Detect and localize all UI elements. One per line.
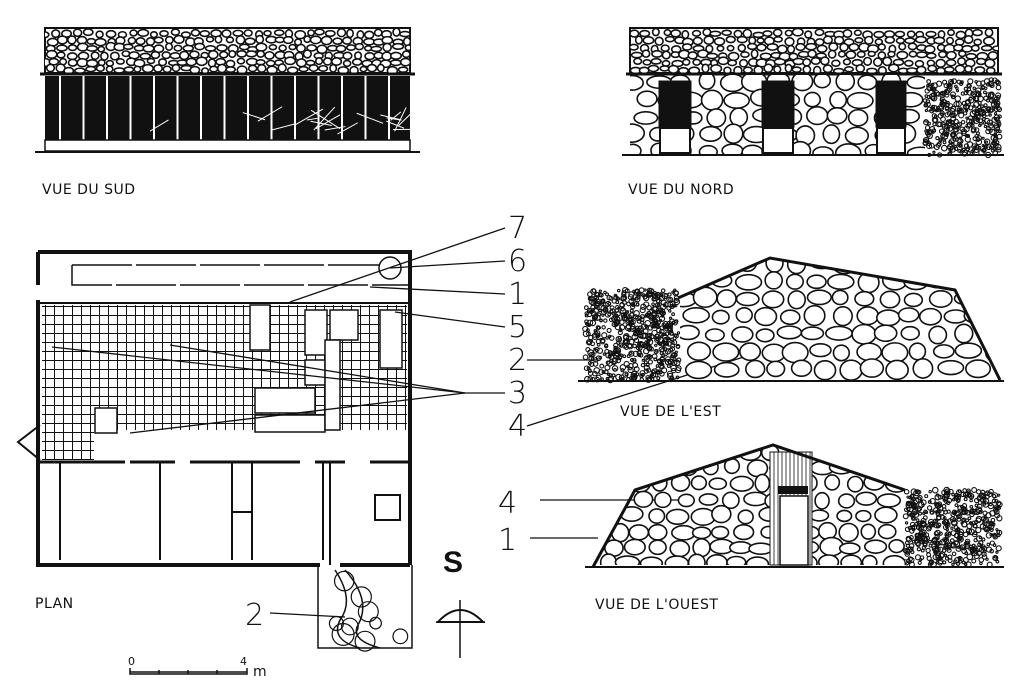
callout-leaders: [51, 227, 751, 618]
callout-3: 3: [508, 376, 527, 411]
garden: [317, 565, 413, 652]
hedge: [922, 77, 1003, 159]
glazed-facade: [45, 76, 410, 144]
callout-5: 5: [508, 310, 527, 345]
hedge: [902, 486, 1003, 568]
callout-2: 2: [508, 343, 527, 378]
south-view-label: VUE DU SUD: [42, 182, 136, 198]
scale-unit: m: [253, 664, 267, 680]
compass-label: S: [443, 546, 463, 579]
scale-bar: 0 4 m: [128, 655, 267, 680]
stone-wall-texture: [680, 258, 1000, 380]
entrance-arrow-icon: [16, 424, 41, 461]
north-elevation: VUE DU NORD: [622, 27, 1004, 198]
callout-7: 7: [508, 211, 527, 246]
scale-start: 0: [128, 655, 135, 668]
west-view-label: VUE DE L'OUEST: [595, 597, 718, 613]
east-elevation: VUE DE L'EST: [578, 256, 1004, 420]
west-door: [779, 495, 809, 566]
callout-1: 1: [508, 277, 527, 312]
callout-4: 4: [508, 409, 527, 444]
west-callout-4: 4: [498, 486, 517, 521]
callout-6: 6: [508, 244, 527, 279]
stone-roof-texture: [630, 28, 998, 73]
stone-wall-texture: [595, 445, 905, 565]
compass-south-icon: S: [435, 546, 486, 658]
south-elevation: VUE DU SUD: [35, 27, 420, 198]
scale-end: 4: [240, 655, 247, 668]
floor-plan: PLAN: [16, 250, 413, 652]
plan-label: PLAN: [35, 596, 74, 612]
hedge: [582, 286, 682, 384]
west-callout-1: 1: [498, 523, 517, 558]
north-windows: [658, 80, 907, 154]
north-view-label: VUE DU NORD: [628, 182, 734, 198]
stone-roof-texture: [45, 28, 410, 73]
east-view-label: VUE DE L'EST: [620, 404, 721, 420]
west-elevation: VUE DE L'OUEST: [585, 443, 1004, 613]
garden-callout-2: 2: [245, 598, 264, 633]
